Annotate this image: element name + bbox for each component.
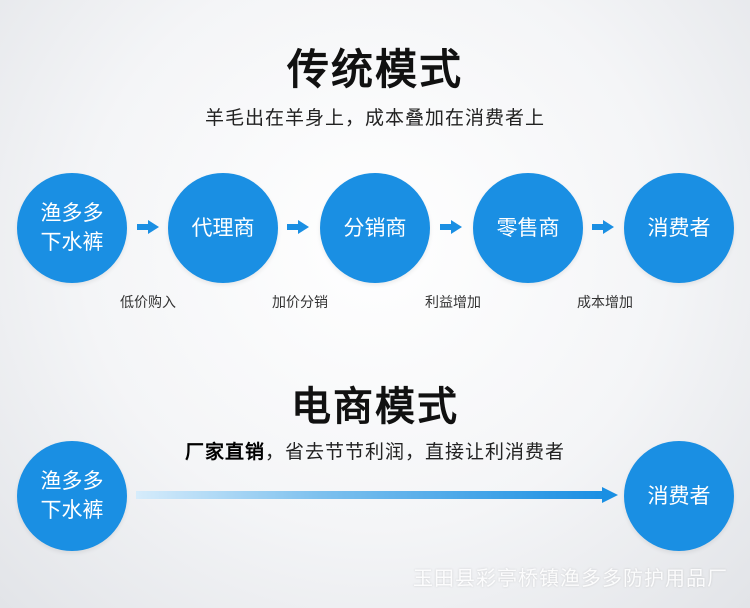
step-label-cost: 成本增加 (577, 295, 633, 311)
long-arrow-right-icon (136, 487, 618, 503)
arrow-right-icon (137, 220, 159, 234)
traditional-subtitle: 羊毛出在羊身上，成本叠加在消费者上 (204, 107, 545, 129)
node-retailer: 零售商 (473, 173, 583, 283)
arrow-right-icon (440, 220, 462, 234)
traditional-title: 传统模式 (286, 45, 463, 94)
node-consumer: 消费者 (624, 173, 734, 283)
node-agent: 代理商 (168, 173, 278, 283)
node-distributor: 分销商 (320, 173, 430, 283)
step-label-profit: 利益增加 (425, 295, 481, 311)
arrow-right-icon (287, 220, 309, 234)
arrow-right-icon (592, 220, 614, 234)
step-label-markup: 加价分销 (272, 295, 328, 311)
step-label-buy: 低价购入 (120, 295, 176, 311)
node-manufacturer: 渔多多 下水裤 (17, 173, 127, 283)
node-consumer-direct: 消费者 (624, 441, 734, 551)
ecommerce-title: 电商模式 (291, 384, 459, 430)
watermark: 玉田县彩亭桥镇渔多多防护用品厂 (413, 566, 728, 590)
node-manufacturer-direct: 渔多多 下水裤 (17, 441, 127, 551)
ecommerce-subtitle: 厂家直销，省去节节利润，直接让利消费者 (184, 441, 566, 463)
